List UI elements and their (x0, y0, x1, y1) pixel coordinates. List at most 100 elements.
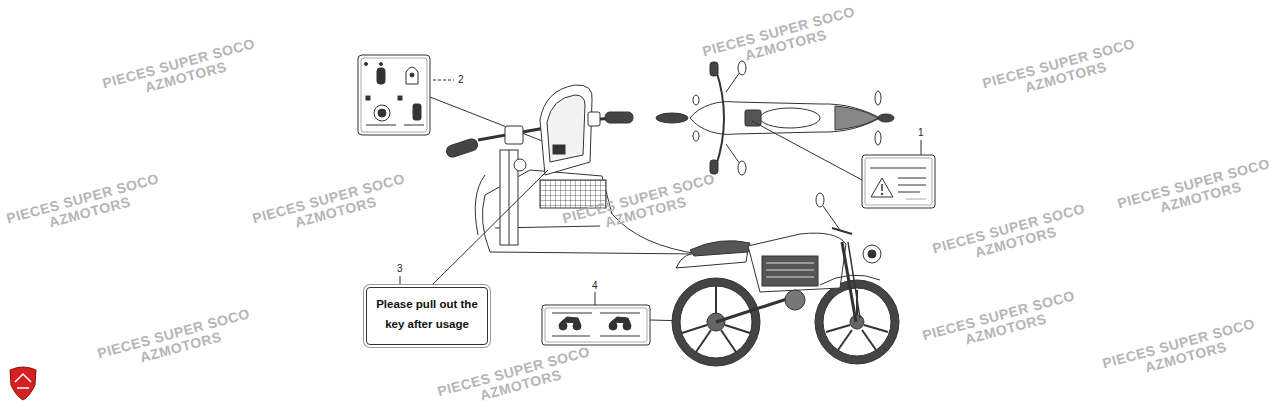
motorcycle-top-view-part (693, 95, 699, 105)
sticker-1-part (871, 178, 893, 197)
motorcycle-top-view-part (693, 131, 699, 141)
motorcycle-side-view-part (823, 206, 840, 230)
sticker-2-part (377, 68, 385, 84)
sticker-4 (542, 305, 650, 345)
handlebar-closeup-part (553, 145, 565, 154)
motorcycle-side-view-part (864, 325, 888, 332)
motorcycle-side-view-part (862, 330, 876, 350)
motorcycle-side-view-part (816, 193, 824, 207)
sticker-2-part (365, 63, 368, 66)
motorcycle-side-view-part (725, 325, 750, 333)
sticker-4-part (561, 317, 580, 323)
motorcycle-side-view-part (848, 242, 860, 318)
sticker-1-part (870, 168, 926, 169)
sticker-4-part (545, 308, 647, 342)
leader-line-part (921, 140, 922, 155)
watermark: PIECES SUPER SOCOAZMOTORS (1115, 156, 1274, 225)
sticker-1-part (898, 185, 926, 186)
motorcycle-side-view-part (696, 330, 711, 352)
sticker-1-part (862, 155, 935, 208)
sticker-1-part (906, 199, 926, 200)
sticker-4-part (611, 317, 630, 323)
sticker-1-part (898, 192, 920, 193)
watermark: PIECES SUPER SOCOAZMOTORS (980, 36, 1139, 105)
sticker-1-part (881, 193, 883, 195)
handlebar-closeup (445, 85, 700, 254)
handlebar-closeup-part (540, 85, 592, 175)
watermark: PIECES SUPER SOCOAZMOTORS (100, 36, 259, 105)
motorcycle-side-view-part (838, 330, 852, 350)
handlebar-closeup-part (505, 126, 523, 144)
sticker-1-part (865, 158, 932, 205)
leader-line-part (400, 276, 401, 287)
motorcycle-side-view-part (766, 263, 814, 264)
leader-line (400, 276, 401, 287)
motorcycle-side-view-part (826, 325, 850, 332)
motorcycle-side-view-part (715, 286, 717, 313)
sticker-2-part (410, 73, 414, 77)
sticker-4-part (600, 313, 640, 314)
motorcycle-side-view-part (682, 325, 707, 333)
motorcycle-side-view-part (850, 315, 864, 329)
motorcycle-top-view-part (738, 61, 746, 75)
sticker-text-box: Please pull out the key after usage (366, 287, 488, 345)
sticker-4-part (559, 322, 567, 330)
sticker-4-part (542, 305, 650, 345)
motorcycle-top-view-part (875, 91, 881, 105)
watermark: PIECES SUPER SOCOAZMOTORS (95, 306, 254, 375)
motorcycle-top-view-part (690, 102, 880, 135)
motorcycle-top-view-part (745, 110, 761, 126)
sticker-2-part (406, 67, 418, 84)
motorcycle-side-view-part (820, 275, 880, 285)
motorcycle-side-view-part (766, 270, 814, 271)
callout-number: 2 (458, 75, 464, 85)
watermark: PIECES SUPER SOCOAZMOTORS (250, 171, 409, 240)
leader-line-part (752, 121, 862, 180)
motorcycle-top-view (656, 61, 894, 175)
watermark: PIECES SUPER SOCOAZMOTORS (920, 288, 1079, 357)
handlebar-closeup-part (588, 112, 600, 126)
leader-line-part (430, 97, 545, 142)
leader-line (430, 170, 548, 287)
motorcycle-side-view-part (832, 228, 852, 234)
sticker-1-part (881, 184, 883, 191)
sticker-2-part (380, 63, 383, 66)
sticker-2-part (413, 104, 421, 120)
handlebar-closeup-part (547, 95, 585, 162)
sticker-4-part (552, 336, 590, 337)
sticker-2-part (366, 125, 396, 126)
sticker-2-part (358, 55, 430, 135)
motorcycle-side-view (672, 193, 899, 366)
motorcycle-side-view-part (766, 277, 814, 278)
motorcycle-top-view-part (738, 161, 746, 175)
sticker-4-part (609, 322, 617, 330)
watermark: PIECES SUPER SOCOAZMOTORS (5, 171, 164, 240)
watermark: PIECES SUPER SOCOAZMOTORS (435, 344, 594, 407)
motorcycle-top-view-part (878, 114, 894, 122)
motorcycle-side-view-part (690, 241, 750, 256)
motorcycle-top-view-part (656, 113, 688, 123)
brand-logo-part (15, 374, 31, 388)
handlebar-closeup-part (509, 150, 510, 245)
watermark: PIECES SUPER SOCOAZMOTORS (1100, 316, 1259, 385)
sticker-2-part (404, 125, 424, 126)
leader-line-part (433, 80, 454, 81)
leader-line (430, 80, 545, 142)
sticker-2-part (378, 109, 386, 117)
motorcycle-top-view-part (710, 62, 718, 76)
motorcycle-side-view-part (748, 233, 846, 292)
motorcycle-top-view-part (835, 106, 878, 130)
brand-logo-part (10, 367, 36, 400)
motorcycle-side-view-part (863, 245, 881, 263)
motorcycle-top-view-part (875, 131, 881, 145)
sticker-1-part (898, 178, 926, 179)
watermark: PIECES SUPER SOCOAZMOTORS (930, 201, 1089, 270)
motorcycle-side-view-part (762, 256, 818, 286)
callout-number: 4 (592, 281, 598, 291)
motorcycle-top-view-part (726, 144, 740, 164)
brand-logo (10, 367, 36, 400)
callout-number: 3 (397, 264, 403, 274)
motorcycle-side-view-part (721, 330, 736, 352)
motorcycle-side-view-part (785, 290, 805, 310)
callout-number: 1 (918, 128, 924, 138)
